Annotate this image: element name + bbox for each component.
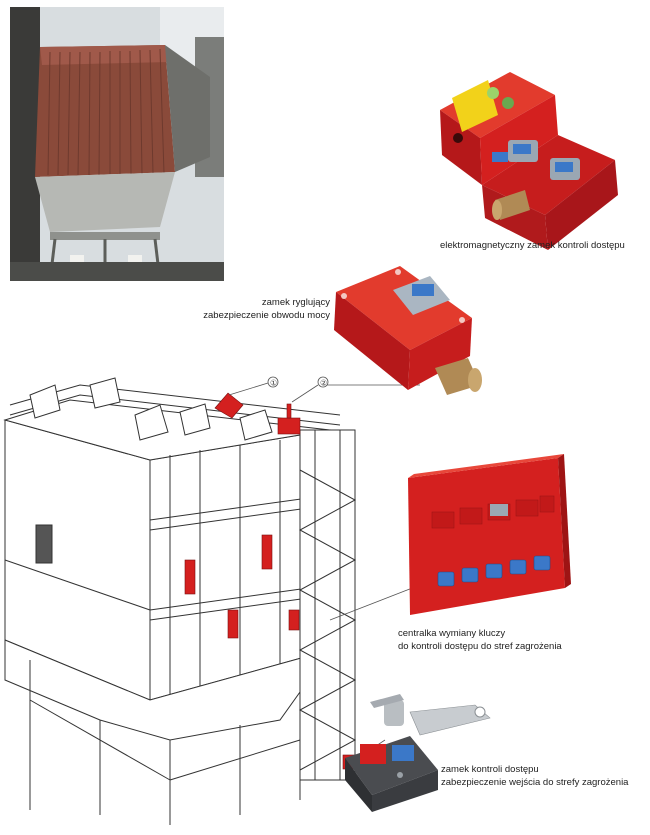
- installation-photo: [10, 7, 224, 281]
- caption-key-exchange-line2: do kontroli dostępu do stref zagrożenia: [398, 641, 562, 652]
- caption-electromagnetic-lock: elektromagnetyczny zamek kontroli dostęp…: [440, 240, 625, 251]
- caption-key-exchange: centralka wymiany kluczy do kontroli dos…: [398, 627, 562, 653]
- caption-bolt-lock-line1: zamek ryglujący: [261, 297, 330, 308]
- callout-marker-2: ②: [320, 379, 327, 388]
- caption-key-exchange-line1: centralka wymiany kluczy: [398, 628, 506, 639]
- caption-access-lock: zamek kontroli dostępu zabezpieczenie we…: [441, 763, 628, 789]
- caption-access-lock-line2: zabezpieczenie wejścia do strefy zagroże…: [441, 777, 629, 788]
- caption-bolt-lock: zamek ryglujący zabezpieczenie obwodu mo…: [180, 296, 330, 322]
- callout-marker-1: ①: [270, 379, 277, 388]
- caption-access-lock-line1: zamek kontroli dostępu: [441, 764, 539, 775]
- caption-bolt-lock-line2: zabezpieczenie obwodu mocy: [203, 310, 330, 321]
